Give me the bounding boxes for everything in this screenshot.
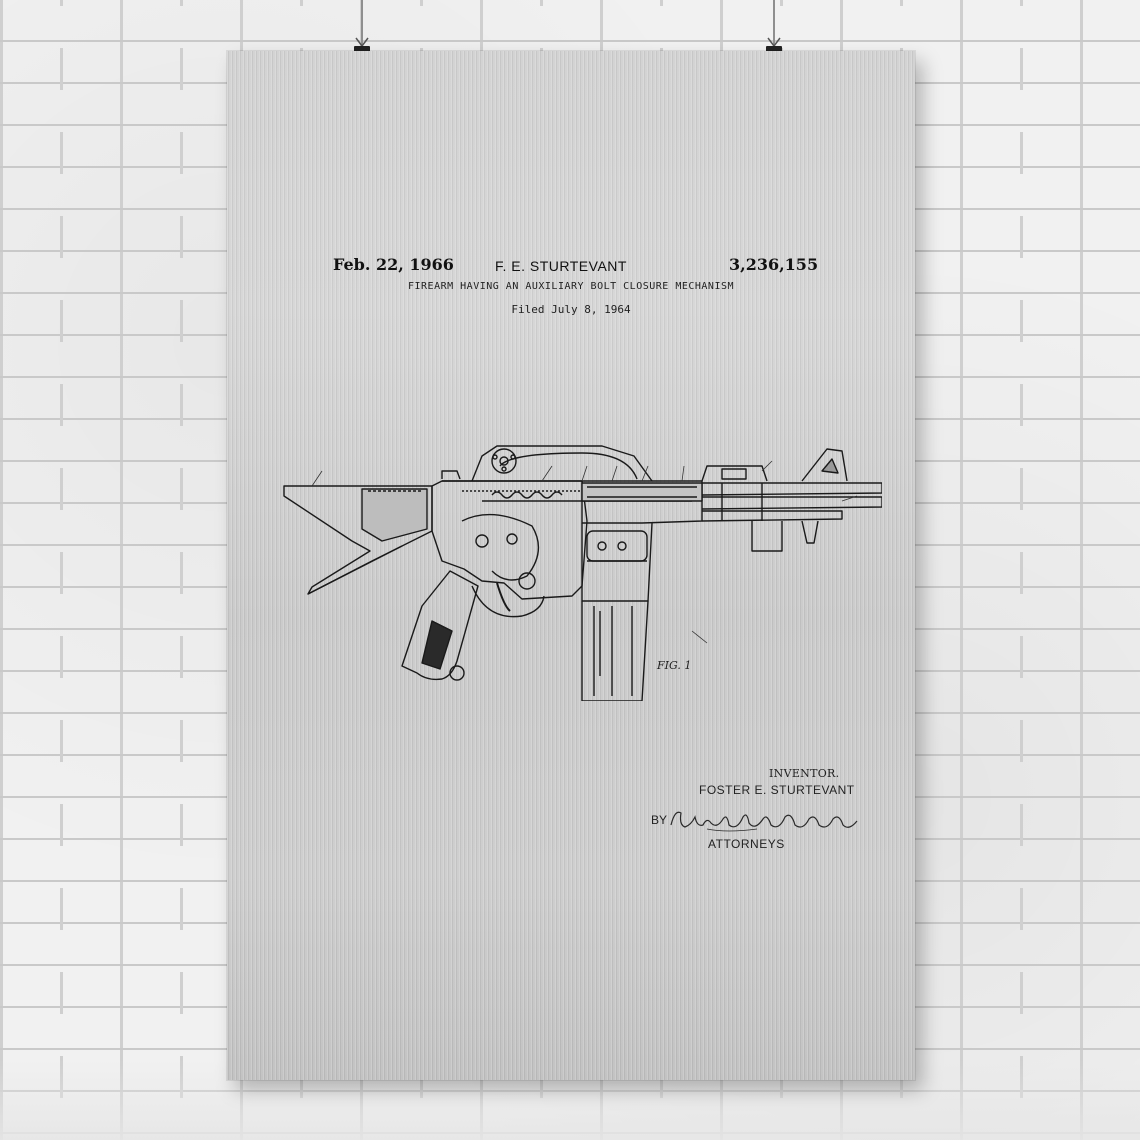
patent-number: 3,236,155	[729, 255, 819, 274]
patent-filed-date: Filed July 8, 1964	[511, 303, 631, 316]
patent-inventor-header: F. E. STURTEVANT	[495, 258, 627, 274]
attorneys-label: ATTORNEYS	[708, 837, 785, 851]
patent-title: FIREARM HAVING AN AUXILIARY BOLT CLOSURE…	[407, 281, 735, 292]
inventor-label: INVENTOR.	[769, 767, 840, 780]
attorney-signature	[670, 811, 858, 832]
by-prefix: BY	[651, 813, 668, 827]
hanging-wire-left	[361, 0, 363, 48]
inventor-name: FOSTER E. STURTEVANT	[699, 783, 855, 797]
hanging-wire-right	[773, 0, 775, 48]
patent-date: Feb. 22, 1966	[333, 255, 454, 274]
rifle-patent-drawing: FIG. 1	[283, 445, 882, 701]
patent-poster: Feb. 22, 1966 F. E. STURTEVANT 3,236,155…	[227, 51, 915, 1080]
figure-label: FIG. 1	[656, 659, 691, 672]
